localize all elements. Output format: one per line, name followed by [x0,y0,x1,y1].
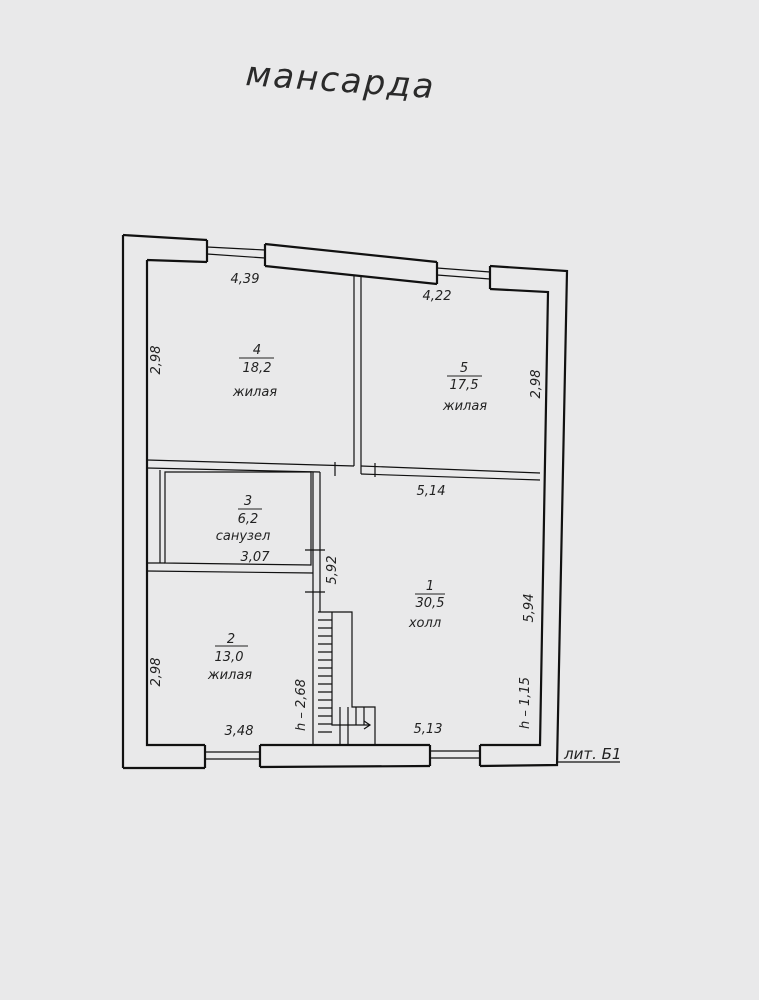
room-area: 17,5 [450,378,479,393]
room-type: санузел [216,529,271,544]
staircase [318,611,376,745]
room-type: жилая [232,385,277,400]
dim-r1-h: h – 1,15 [518,677,533,729]
room-5: 5 17,5 жилая [442,361,487,414]
room-area: 18,2 [243,361,272,376]
dim-r2-bottom: 3,48 [225,724,254,739]
dimensions: 4,39 2,98 4,22 2,98 5,14 3,07 5,92 5,94 … [149,272,544,739]
room-number: 3 [244,494,252,509]
dim-r1-bottom: 5,13 [414,722,443,737]
room-4: 4 18,2 жилая [232,343,277,400]
dim-r5-right: 2,98 [529,370,544,399]
dim-r5-top: 4,22 [423,289,452,304]
dim-r1-top: 5,14 [417,484,446,499]
room-number: 2 [227,632,235,647]
room-type: холл [408,616,441,631]
dim-r3-bottom: 3,07 [241,550,271,565]
plan-title: мансарда [244,54,436,107]
room-type: жилая [207,668,252,683]
room-number: 5 [460,361,468,376]
partitions [146,276,541,745]
room-3: 3 6,2 санузел [216,494,271,544]
dim-r1-right: 5,94 [522,594,537,623]
room-area: 13,0 [215,650,244,665]
room-area: 30,5 [416,596,445,611]
room-type: жилая [442,399,487,414]
dim-r2-left: 2,98 [149,658,164,687]
lit-label: лит. Б1 [563,745,621,763]
room-number: 1 [426,579,434,594]
windows [205,246,491,760]
room-2: 2 13,0 жилая [207,632,252,683]
outer-walls [121,233,569,770]
room-number: 4 [253,343,261,358]
dim-r1-left: 5,92 [325,556,340,585]
dim-r4-left: 2,98 [149,346,164,375]
room-area: 6,2 [238,512,259,527]
dim-r2-h: h – 2,68 [294,679,309,731]
dim-r4-top: 4,39 [231,272,260,287]
room-1: 1 30,5 холл [408,579,445,631]
